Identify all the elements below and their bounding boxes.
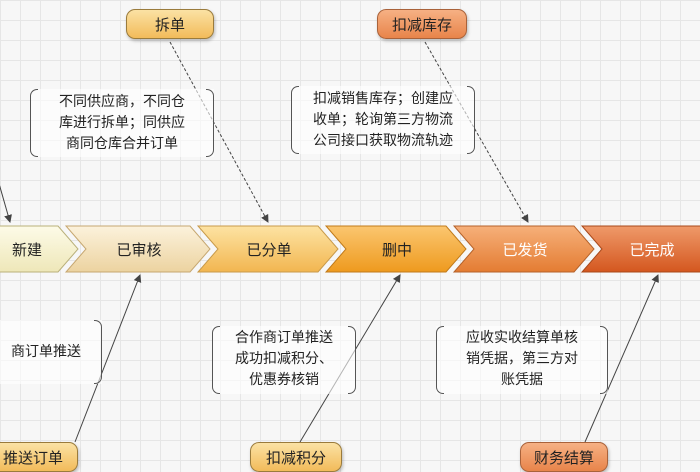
stage-shipped-label: 已发货 — [502, 240, 548, 259]
settle-note-line: 销凭据，第三方对 — [466, 351, 578, 367]
stage-complete-label: 已完成 — [629, 240, 675, 259]
settle-note-line: 应收实收结算单核 — [466, 330, 578, 346]
stage-split-shape — [196, 225, 339, 273]
split-event: 拆单 — [126, 9, 214, 39]
points-note-line: 成功扣减积分、 — [235, 351, 333, 367]
connector-split — [169, 41, 269, 223]
connector-push — [74, 274, 142, 443]
inventory-note-line: 收单；轮询第三方物流 — [313, 112, 453, 128]
stage-new-label: 新建 — [11, 240, 42, 259]
stage-shipped-shape — [452, 225, 595, 273]
stage-reviewed-shape — [64, 225, 211, 273]
split-note-line: 不同供应商，不同仓 — [59, 94, 185, 110]
stage-deleting-label: 删中 — [381, 240, 412, 259]
stage-reviewed-label: 已审核 — [116, 240, 162, 259]
connector-settle — [584, 274, 659, 443]
points-note: 合作商订单推送 成功扣减积分、 优惠券核销 — [212, 326, 356, 394]
points-note-line: 合作商订单推送 — [235, 330, 333, 346]
deduct-points-event: 扣减积分 — [250, 442, 342, 472]
stage-new-shape — [0, 225, 79, 273]
finance-settlement-event: 财务结算 — [520, 442, 608, 472]
push-note-line: 商订单推送 — [11, 343, 81, 360]
inventory-note-line: 公司接口获取物流轨迹 — [313, 133, 453, 149]
split-note-line: 库进行拆单；同供应 — [59, 115, 185, 131]
settle-note-line: 账凭据 — [501, 372, 543, 388]
split-note: 不同供应商，不同仓 库进行拆单；同供应 商同仓库合并订单 — [30, 89, 214, 157]
stage-deleting-shape — [324, 225, 467, 273]
inventory-note-line: 扣减销售库存；创建应 — [313, 91, 453, 107]
stage-complete-shape — [580, 225, 700, 273]
inventory-note: 扣减销售库存；创建应 收单；轮询第三方物流 公司接口获取物流轨迹 — [291, 86, 475, 154]
split-note-line: 商同仓库合并订单 — [66, 136, 178, 152]
settle-note: 应收实收结算单核 销凭据，第三方对 账凭据 — [436, 326, 608, 394]
connector-new — [0, 185, 12, 223]
connector-inventory — [424, 41, 529, 223]
points-note-line: 优惠券核销 — [249, 372, 319, 388]
push-note: 商订单推送 — [0, 320, 102, 384]
deduct-inventory-event: 扣减库存 — [377, 9, 467, 39]
stage-split-label: 已分单 — [246, 240, 292, 259]
push-order-event: 推送订单 — [0, 442, 78, 472]
